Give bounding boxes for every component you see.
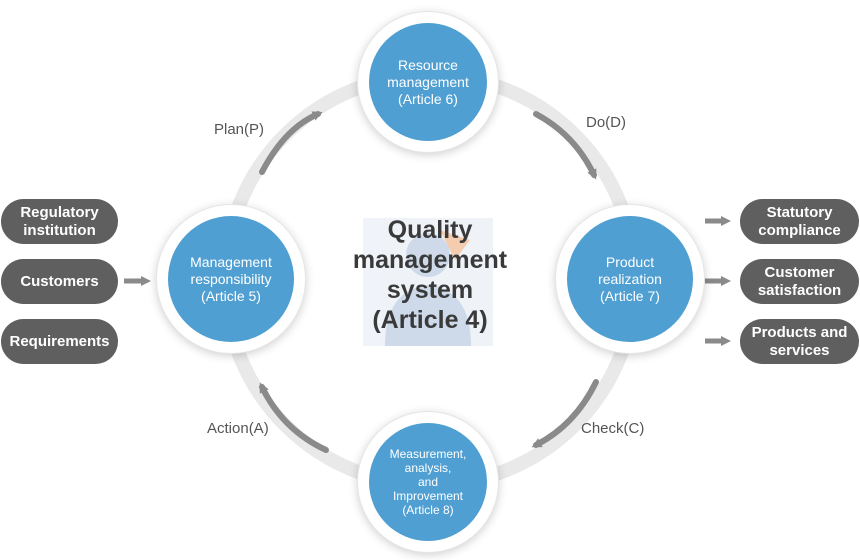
label-plan: Plan(P) xyxy=(214,121,265,138)
output-statutory-compliance: Statutory compliance xyxy=(740,199,859,244)
label-action: Action(A) xyxy=(207,420,269,437)
center-title: Quality management system (Article 4) xyxy=(352,216,508,334)
input-customers-label: Customers xyxy=(20,272,99,290)
input-requirements-label: Requirements xyxy=(9,332,110,350)
node-resource-management-label: Resource management (Article 6) xyxy=(369,23,487,141)
label-do: Do(D) xyxy=(586,114,626,131)
output-customer-satisfaction: Customer satisfaction xyxy=(740,259,859,304)
node-management-responsibility-label: Management responsibility (Article 5) xyxy=(168,216,294,342)
watermark-figure xyxy=(363,218,493,346)
output-customer-satisfaction-label: Customer satisfaction xyxy=(757,263,842,299)
node-product-realization-label: Product realization (Article 7) xyxy=(567,216,693,342)
action-arrow xyxy=(259,382,329,453)
node-product-realization: Product realization (Article 7) xyxy=(556,205,704,353)
node-measurement-analysis-label: Measurement, analysis, and Improvement (… xyxy=(369,423,487,541)
output-statutory-compliance-label: Statutory compliance xyxy=(758,203,841,239)
input-customers: Customers xyxy=(1,259,118,304)
plan-arrow xyxy=(259,111,323,175)
do-arrow xyxy=(533,111,597,180)
output-products-and-services-label: Products and services xyxy=(751,323,848,359)
check-arrow xyxy=(531,379,599,448)
node-measurement-analysis: Measurement, analysis, and Improvement (… xyxy=(358,412,498,552)
node-management-responsibility: Management responsibility (Article 5) xyxy=(157,205,305,353)
input-requirements: Requirements xyxy=(1,319,118,364)
input-regulatory-institution: Regulatory institution xyxy=(1,199,118,244)
output-products-and-services: Products and services xyxy=(740,319,859,364)
input-regulatory-institution-label: Regulatory institution xyxy=(20,203,99,239)
node-resource-management: Resource management (Article 6) xyxy=(358,12,498,152)
label-check: Check(C) xyxy=(581,420,645,437)
